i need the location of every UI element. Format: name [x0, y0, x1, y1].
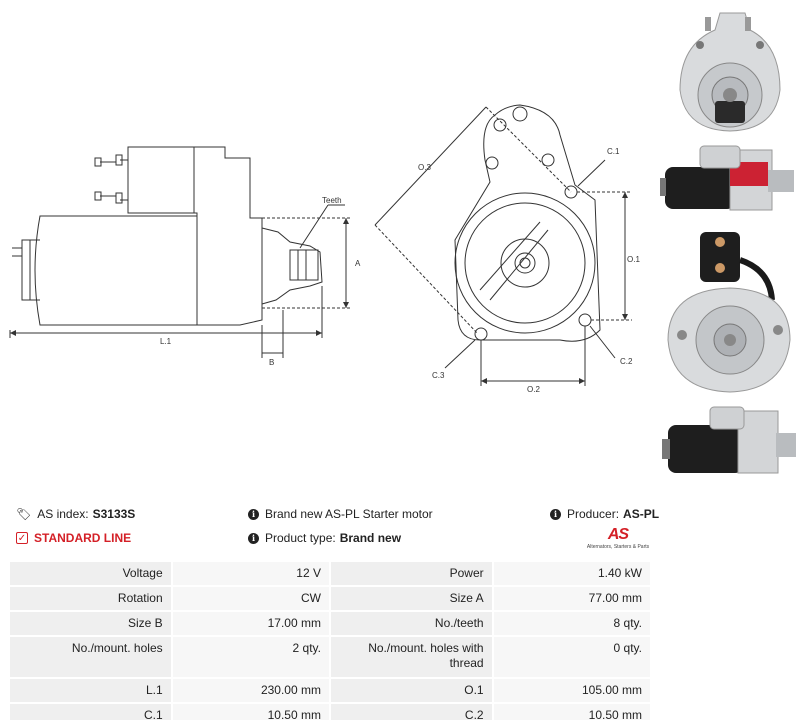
label-o2: O.2 — [527, 385, 540, 394]
product-type-label: Product type: — [265, 531, 336, 545]
spec-value: 17.00 mm — [172, 612, 329, 635]
spec-label: Size A — [330, 587, 492, 610]
as-index-label: AS index: — [37, 507, 89, 521]
table-row: Voltage 12 V Power 1.40 kW — [10, 562, 650, 585]
spec-value: 10.50 mm — [172, 704, 329, 720]
spec-label: C.1 — [10, 704, 171, 720]
checkbox-icon: ✓ — [16, 532, 28, 544]
spec-label: No./mount. holes with thread — [330, 637, 492, 677]
product-photo-rear — [660, 230, 798, 395]
hole-c3 — [474, 327, 488, 341]
pinion-outline — [261, 227, 323, 305]
producer-label: Producer: — [567, 507, 620, 521]
label-c2: C.2 — [620, 357, 633, 366]
standard-line-label: STANDARD LINE — [34, 531, 132, 545]
label-c1: C.1 — [607, 147, 620, 156]
table-row: C.1 10.50 mm C.2 10.50 mm — [10, 704, 650, 720]
front-housing-circle — [454, 192, 596, 334]
standard-line: ✓ STANDARD LINE — [16, 531, 131, 545]
producer-value: AS-PL — [623, 507, 660, 521]
spec-label: Voltage — [10, 562, 171, 585]
spec-value: 12 V — [172, 562, 329, 585]
hole-c2 — [578, 313, 592, 327]
product-description: i Brand new AS-PL Starter motor — [248, 507, 433, 521]
spec-label: O.1 — [330, 679, 492, 702]
spec-value: 230.00 mm — [172, 679, 329, 702]
info-icon: i — [248, 508, 259, 520]
mounting-flange-outline — [454, 104, 601, 342]
product-type-value: Brand new — [339, 531, 402, 545]
logo-tagline: Alternators, Starters & Parts — [586, 544, 650, 550]
solenoid-outline — [127, 146, 195, 214]
spec-label: L.1 — [10, 679, 171, 702]
spec-label: Rotation — [10, 587, 171, 610]
description-text: Brand new AS-PL Starter motor — [265, 507, 433, 521]
table-row: L.1 230.00 mm O.1 105.00 mm — [10, 679, 650, 702]
label-b: B — [269, 358, 274, 367]
table-row: Size B 17.00 mm No./teeth 8 qty. — [10, 612, 650, 635]
as-index-value: S3133S — [92, 507, 136, 521]
label-o1: O.1 — [627, 255, 640, 264]
spec-label: No./mount. holes — [10, 637, 171, 677]
logo-mark: AS — [607, 526, 629, 543]
as-pl-logo: AS Alternators, Starters & Parts — [583, 526, 653, 554]
table-row: Rotation CW Size A 77.00 mm — [10, 587, 650, 610]
tag-icon: 🏷︎ — [16, 507, 32, 521]
motor-body-outline — [34, 215, 198, 326]
product-type: i Product type: Brand new — [248, 531, 401, 545]
spec-value: 105.00 mm — [493, 679, 650, 702]
product-photo-side — [660, 142, 798, 220]
info-icon: i — [550, 508, 561, 520]
spec-value: 1.40 kW — [493, 562, 650, 585]
info-icon: i — [248, 532, 259, 544]
label-o3: O.3 — [418, 163, 431, 172]
spec-value: 0 qty. — [493, 637, 650, 677]
spec-value: 2 qty. — [172, 637, 329, 677]
spec-label: Power — [330, 562, 492, 585]
spec-value: 8 qty. — [493, 612, 650, 635]
product-photo-bottom — [660, 403, 798, 483]
spec-value: 77.00 mm — [493, 587, 650, 610]
nose-housing-outline — [193, 146, 263, 326]
table-row: No./mount. holes 2 qty. No./mount. holes… — [10, 637, 650, 677]
spec-label: C.2 — [330, 704, 492, 720]
producer: i Producer: AS-PL — [550, 507, 659, 521]
label-l1: L.1 — [160, 337, 172, 346]
spec-value: 10.50 mm — [493, 704, 650, 720]
specs-table: Voltage 12 V Power 1.40 kW Rotation CW S… — [8, 560, 652, 720]
as-index: 🏷︎ AS index: S3133S — [16, 507, 135, 521]
spec-value: CW — [172, 587, 329, 610]
technical-drawing: Teeth A L.1 B O.3 O.1 O.2 C.1 C.2 C.3 — [9, 104, 640, 394]
label-c3: C.3 — [432, 371, 445, 380]
label-teeth: Teeth — [322, 196, 342, 205]
spec-label: No./teeth — [330, 612, 492, 635]
product-photo-front — [660, 5, 798, 135]
spec-label: Size B — [10, 612, 171, 635]
label-a: A — [355, 259, 361, 268]
